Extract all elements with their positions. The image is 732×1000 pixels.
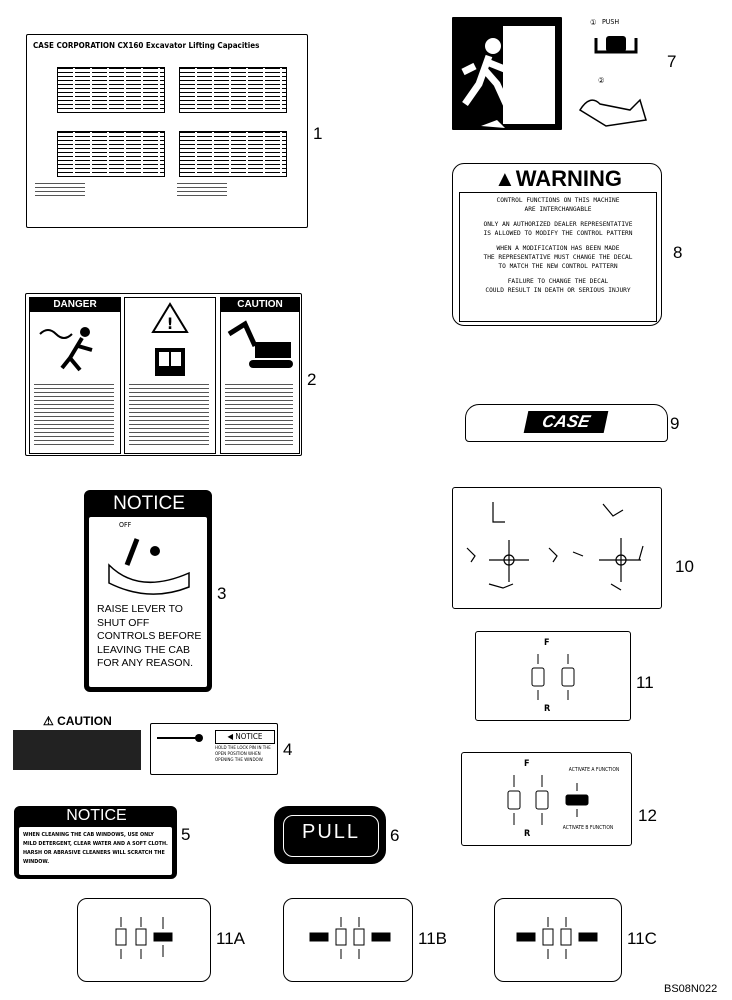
lifting-capacities-title: CASE CORPORATION CX160 Excavator Lifting…: [33, 41, 260, 50]
notice-small-label: NOTICE: [235, 732, 263, 741]
svg-text:!: !: [167, 314, 174, 333]
warning-label: WARNING: [515, 166, 623, 191]
read-manual-icon: [155, 348, 185, 376]
activate-b-label: ACTIVATE B FUNCTION: [562, 825, 614, 831]
figure-code: BS08N022: [664, 983, 718, 995]
window-notice-body: HOLD THE LOCK PIN IN THE OPEN POSITION W…: [215, 746, 271, 763]
notice-header: NOTICE: [113, 493, 185, 514]
safety-alert-panel: !: [124, 297, 216, 454]
decal-lifting-capacities: CASE CORPORATION CX160 Excavator Lifting…: [26, 34, 308, 228]
decal-pull: PULL: [274, 806, 386, 864]
warning-body: CONTROL FUNCTIONS ON THIS MACHINE ARE IN…: [460, 193, 656, 295]
callout-11b: 11B: [418, 929, 447, 948]
reverse-label: R: [524, 829, 531, 839]
cleaning-notice-body: WHEN CLEANING THE CAB WINDOWS, USE ONLY …: [23, 832, 168, 865]
control-pattern-icon: [466, 502, 644, 591]
decal-11b: [283, 898, 413, 982]
callout-6: 6: [390, 826, 400, 845]
decal-11a: [77, 898, 211, 982]
warning-line: TO MATCH THE NEW CONTROL PATTERN: [498, 263, 618, 270]
off-label: OFF: [119, 521, 132, 529]
travel-levers-icon: [531, 654, 575, 700]
electrocution-icon: [39, 327, 93, 372]
callout-4: 4: [283, 740, 293, 759]
callout-5: 5: [181, 825, 191, 844]
callout-12: 12: [638, 806, 657, 825]
danger-panel: DANGER: [29, 297, 121, 454]
caution-text: [225, 384, 293, 448]
decal-danger-caution: DANGER ! CAUTION: [25, 293, 302, 456]
window-pin-icon: [157, 734, 203, 742]
notice-body: RAISE LEVER TO SHUT OFF CONTROLS BEFORE …: [97, 603, 202, 669]
fine-print: [177, 183, 227, 197]
callout-7: 7: [667, 52, 677, 71]
levers-11b-icon: [309, 917, 391, 959]
decal-notice-lever: NOTICE OFF RAISE LEVER TO SHUT OFF CONTR…: [84, 490, 212, 692]
decal-11c: [494, 898, 622, 982]
decal-exit: [452, 17, 562, 130]
danger-label: DANGER: [53, 299, 97, 310]
cleaning-notice-header: NOTICE: [66, 807, 127, 824]
callout-10: 10: [675, 557, 694, 576]
callout-11a: 11A: [216, 929, 245, 948]
travel-function-icon: [507, 775, 589, 825]
warning-header: ▲WARNING: [493, 166, 623, 191]
warning-line: THE REPRESENTATIVE MUST CHANGE THE DECAL: [483, 254, 633, 261]
levers-11a-icon: [115, 917, 173, 959]
warning-line: IS ALLOWED TO MODIFY THE CONTROL PATTERN: [483, 230, 633, 237]
step-1-marker: ①: [590, 18, 597, 27]
push-instruction: PUSH ① ②: [576, 18, 656, 130]
callout-1: 1: [313, 124, 323, 143]
decal-control-pattern: [452, 487, 662, 609]
danger-text: [34, 384, 114, 448]
push-label: PUSH: [602, 18, 620, 26]
running-man-icon: [461, 26, 555, 128]
forward-label: F: [544, 638, 550, 648]
step-2-marker: ②: [598, 76, 605, 85]
caution-small-panel: [13, 730, 141, 770]
capacity-table: [57, 131, 165, 177]
decal-notice-cleaning: NOTICE WHEN CLEANING THE CAB WINDOWS, US…: [14, 806, 177, 879]
decal-notice-window: ◀ NOTICE HOLD THE LOCK PIN IN THE OPEN P…: [150, 723, 278, 775]
fine-print: [35, 183, 85, 197]
activate-a-label: ACTIVATE A FUNCTION: [568, 767, 620, 773]
callout-9: 9: [670, 414, 680, 433]
decal-travel-pattern: F R: [475, 631, 631, 721]
case-logo: CASE: [523, 411, 609, 433]
capacity-table: [57, 67, 165, 113]
alert-triangle-icon: !: [151, 302, 189, 333]
levers-11c-icon: [516, 917, 598, 959]
decal-travel-function: F R ACTIVATE A FUNCTION ACTIVATE B FUNCT…: [461, 752, 632, 846]
lever-seat-icon: [108, 538, 190, 595]
caution-small-header: ⚠ CAUTION: [43, 714, 112, 728]
caution-small-label: CAUTION: [57, 714, 112, 728]
warning-line: CONTROL FUNCTIONS ON THIS MACHINE: [496, 197, 620, 204]
excavator-icon: [227, 320, 293, 368]
warning-line: ARE INTERCHANGABLE: [524, 206, 592, 213]
alert-text: [129, 384, 209, 448]
reverse-label: R: [544, 704, 551, 714]
warning-line: FAILURE TO CHANGE THE DECAL: [507, 278, 609, 285]
decal-case-logo: CASE: [465, 404, 668, 442]
callout-11: 11: [636, 673, 654, 692]
capacity-table: [179, 67, 287, 113]
callout-2: 2: [307, 370, 317, 389]
pull-label: PULL: [301, 821, 361, 843]
callout-3: 3: [217, 584, 227, 603]
callout-8: 8: [673, 243, 683, 262]
warning-line: ONLY AN AUTHORIZED DEALER REPRESENTATIVE: [483, 221, 633, 228]
warning-line: WHEN A MODIFICATION HAS BEEN MADE: [496, 245, 620, 252]
decal-warning: ▲WARNING CONTROL FUNCTIONS ON THIS MACHI…: [452, 163, 662, 326]
push-handle-icon: [578, 36, 647, 127]
caution-panel: CAUTION: [220, 297, 300, 454]
callout-11c: 11C: [627, 929, 657, 948]
warning-line: COULD RESULT IN DEATH OR SERIOUS INJURY: [485, 287, 631, 294]
caution-label: CAUTION: [237, 299, 283, 310]
capacity-table: [179, 131, 287, 177]
forward-label: F: [524, 759, 530, 769]
